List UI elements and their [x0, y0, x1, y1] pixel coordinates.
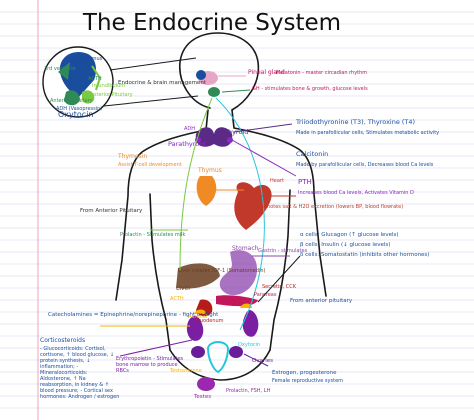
inset-caption: Endocrine & brain management	[118, 80, 207, 86]
label-from-anterior-pituitary: From Anterior Pituitary	[80, 208, 143, 214]
label-anp: ANP - promotes salt & H2O excretion (low…	[242, 204, 403, 210]
line-pancreas	[257, 255, 301, 303]
right-torso-outline	[231, 109, 327, 297]
diagram-title: The Endocrine System	[82, 10, 341, 36]
label-ovaries: Ovaries	[252, 358, 273, 364]
stomach-organ	[219, 250, 258, 296]
line-thyroid	[233, 123, 293, 133]
left-torso-outline	[115, 109, 209, 301]
inset-label-3rd-ventricle: 3rd ventricle	[44, 66, 76, 72]
label-calcitonin: Calcitonin	[296, 150, 328, 158]
inset-label-oxytocin: Oxytocin	[58, 110, 94, 119]
label-t3t4: Triiodothyronine (T3), Thyroxine (T4)	[295, 118, 415, 126]
inset-connector-top	[109, 57, 197, 71]
label-stomach: Stomach	[232, 245, 259, 252]
label-cortico-list: - Glucocorticoids: Cortisol, cortisone, …	[40, 346, 120, 400]
label-secretin: Secretin, CCK	[262, 284, 297, 290]
label-corticosteroids: Corticosteroids	[40, 337, 85, 344]
label-catecholamines: Catecholamines = Epinephrine/norepinephr…	[48, 312, 219, 318]
label-estrogen: Estrogen, progesterone	[272, 370, 337, 376]
label-from-anterior: From anterior pituitary	[290, 298, 353, 304]
line-parathyroid	[231, 139, 297, 177]
line-pituitary-right	[215, 97, 265, 331]
testes-organ	[197, 377, 215, 391]
connector-lines	[100, 75, 301, 367]
label-t3t4-note: Made in parafollicular cells, Stimulates…	[296, 130, 439, 136]
label-acth-body: ACTH	[170, 296, 184, 302]
pituitary-gland	[208, 87, 220, 97]
inset-anterior-pituitary	[64, 90, 80, 106]
label-islets-alpha: α cells: Glucagon (↑ glucose levels)	[300, 231, 399, 238]
line-ovaries	[243, 353, 269, 367]
label-islets-delta: δ cells: Somatostatin (inhibits other ho…	[300, 252, 429, 258]
label-duodenum: Duodenum	[196, 318, 224, 324]
label-calcitonin-note: Made by parafollicular cells, Decreases …	[296, 162, 434, 168]
label-pancreas: Pancreas	[254, 292, 277, 298]
inset-connector-bottom	[103, 95, 199, 107]
liver-organ	[176, 263, 220, 289]
inset-label-infundibulum: Infundibulum	[92, 83, 125, 89]
label-gastrin: Gastrin - stimulates	[258, 248, 308, 254]
inset-label-hypothalamus: Hypothalamus	[66, 56, 103, 62]
label-liver: Liver	[176, 285, 191, 292]
head-outline	[179, 32, 260, 111]
label-sex-hormones: Prolactin, FSH, LH	[226, 388, 271, 394]
adrenal-left	[194, 309, 206, 314]
label-melatonin: Melatonin - master circadian rhythm	[276, 70, 367, 76]
line-pituitary-down	[179, 97, 213, 271]
label-liver-note: Liver creates IGF-1 (Somatomedin)	[178, 268, 266, 274]
line-kidney	[119, 339, 193, 357]
uterus-organ	[206, 341, 230, 374]
inset-label-anterior-pituitary: Anterior Pituitary	[50, 98, 93, 104]
label-thymosin-note: Assist T-cell development	[118, 162, 182, 168]
ovary-right	[229, 346, 243, 358]
label-thymus: Thymus	[197, 167, 222, 174]
inset-label-adh: ADH (Vasopressin)	[56, 106, 102, 112]
label-prolactin: Prolactin - Stimulates milk	[120, 232, 186, 238]
label-testosterone: Testosterone	[169, 368, 202, 374]
label-adrenal: Adrenal	[188, 314, 207, 320]
label-testes: Testes	[193, 394, 211, 400]
left-inner-outline	[149, 193, 171, 351]
inset-label-posterior-pituitary: Posterior Pituitary	[88, 92, 133, 98]
label-pth-note: Increases blood Ca levels, Activates Vit…	[298, 190, 414, 196]
thymus-gland	[196, 176, 217, 206]
label-pth: PTH	[298, 178, 312, 186]
label-cortico-list-box: - Glucocorticoids: Cortisol, cortisone, …	[40, 346, 120, 400]
label-oxytocin-body: Oxytocin	[238, 342, 260, 348]
hypothalamus-dot	[196, 70, 206, 80]
label-erythropoietin: Erythropoietin - Stimulates bone marrow …	[116, 356, 184, 374]
kidney-left	[186, 316, 204, 341]
line-pituitary-gh	[221, 89, 251, 93]
adrenal-right	[240, 303, 252, 308]
label-thyroid: Thyroid	[223, 128, 248, 136]
parathyroid-right	[227, 137, 233, 143]
label-parathyroid: Parathyroid	[168, 140, 205, 148]
label-estrogen-note: Female reproductive system	[272, 378, 343, 384]
inset-posterior-pituitary	[82, 90, 95, 104]
ovary-left	[191, 346, 205, 358]
inset-infundibulum	[91, 65, 102, 91]
kidney-right	[242, 310, 259, 337]
label-thymosin: Thymosin	[117, 153, 147, 160]
label-adh-body: ADH	[184, 126, 195, 132]
thyroid-gland	[195, 127, 233, 147]
label-pineal: Pineal gland	[248, 69, 285, 76]
label-islets-beta: β cells: Insulin (↓ glucose levels)	[300, 241, 390, 248]
label-heart: Heart	[270, 178, 284, 184]
inset-3rd-ventricle	[58, 62, 70, 80]
label-gh: GH - stimulates bone & growth, glucose l…	[252, 86, 368, 92]
pancreas-organ	[216, 295, 258, 307]
inset-label-acth: ACTH	[88, 76, 102, 82]
label-epo-box: Erythropoietin - Stimulates bone marrow …	[116, 356, 184, 374]
right-inner-outline	[269, 189, 291, 351]
